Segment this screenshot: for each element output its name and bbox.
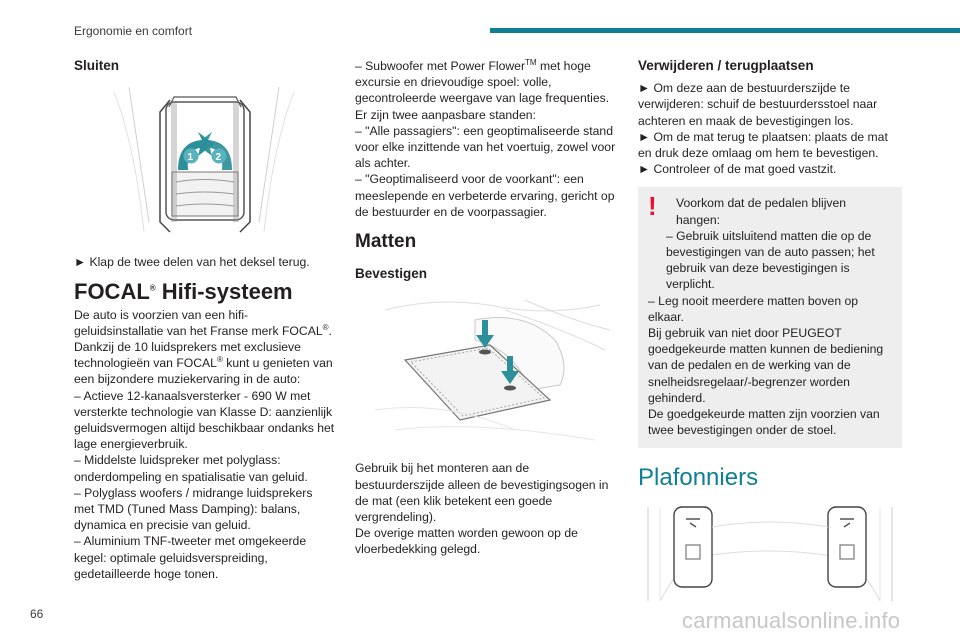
matten-heading: Matten <box>355 231 417 253</box>
bevestigen-text-2: De overige matten worden gewoon op de vl… <box>355 526 578 557</box>
step-badge-2: 2 <box>216 152 222 163</box>
subwoofer-item: – Subwoofer met Power FlowerTM met hoge … <box>355 57 610 106</box>
column-middle: – Subwoofer met Power FlowerTM met hoge … <box>355 58 617 558</box>
mode-item: – "Alle passagiers": een geoptimaliseerd… <box>355 123 616 171</box>
warning-line: – Leg nooit meerdere matten boven op elk… <box>648 293 859 324</box>
bevestigen-heading: Bevestigen <box>355 266 428 282</box>
focal-speakers: Dankzij de 10 luidsprekers met exclusiev… <box>74 340 333 387</box>
focal-intro: De auto is voorzien van een hifi-geluids… <box>74 307 332 338</box>
mode-item: – "Geoptimaliseerd voor de voorkant": ee… <box>355 172 615 219</box>
running-header: Ergonomie en comfort <box>74 24 193 38</box>
sluiten-heading: Sluiten <box>74 58 120 73</box>
column-left: Sluiten 1 2 ► Klap de twee delen van het… <box>74 58 336 582</box>
verwijderen-step: ► Om de mat terug te plaatsen: plaats de… <box>638 129 888 161</box>
floor-mat-illustration <box>355 290 617 450</box>
armrest-lid-illustration: 1 2 <box>74 82 336 240</box>
step-badge-1: 1 <box>188 152 194 163</box>
verwijderen-heading: Verwijderen / terugplaatsen <box>638 58 814 73</box>
warning-box: ! Voorkom dat de pedalen blijven hangen:… <box>638 187 902 449</box>
header-accent-bar <box>490 28 960 33</box>
watermark: carmanualsonline.info <box>682 608 901 633</box>
plafonniers-heading: Plafonniers <box>638 464 759 492</box>
page-number: 66 <box>30 607 44 621</box>
warning-line: De goedgekeurde matten zijn voorzien van… <box>648 407 880 438</box>
verwijderen-step: ► Om deze aan de bestuurderszijde te ver… <box>638 81 878 128</box>
warning-exclamation-icon: ! <box>648 191 657 222</box>
warning-line: Bij gebruik van niet door PEUGEOT goedge… <box>648 326 884 405</box>
verwijderen-step: ► Controleer of de mat goed vastzit. <box>638 162 837 177</box>
ceiling-lights-drawing <box>647 505 893 601</box>
floor-mat-drawing <box>374 299 611 441</box>
sluiten-step: ► Klap de twee delen van het deksel teru… <box>74 255 310 270</box>
focal-item: – Middelste luidspreker met polyglass: o… <box>74 453 308 484</box>
focal-heading: FOCAL® Hifi-systeem <box>74 279 293 305</box>
bevestigen-text: Gebruik bij het monteren aan de bestuurd… <box>355 461 609 525</box>
focal-item: – Aluminium TNF-tweeter met omgekeerde k… <box>74 534 307 581</box>
warning-line: Voorkom dat de pedalen blijven hangen: <box>676 196 847 227</box>
ceiling-lights-illustration <box>638 497 902 601</box>
column-right: Verwijderen / terugplaatsen ► Om deze aa… <box>638 58 902 601</box>
armrest-lid-drawing: 1 2 <box>113 87 295 233</box>
focal-item: – Actieve 12-kanaalsversterker - 690 W m… <box>74 388 335 452</box>
modes-intro: Er zijn twee aanpasbare standen: <box>355 107 536 122</box>
warning-line: – Gebruik uitsluitend matten die op de b… <box>666 228 875 292</box>
focal-item: – Polyglass woofers / midrange luidsprek… <box>74 485 313 533</box>
